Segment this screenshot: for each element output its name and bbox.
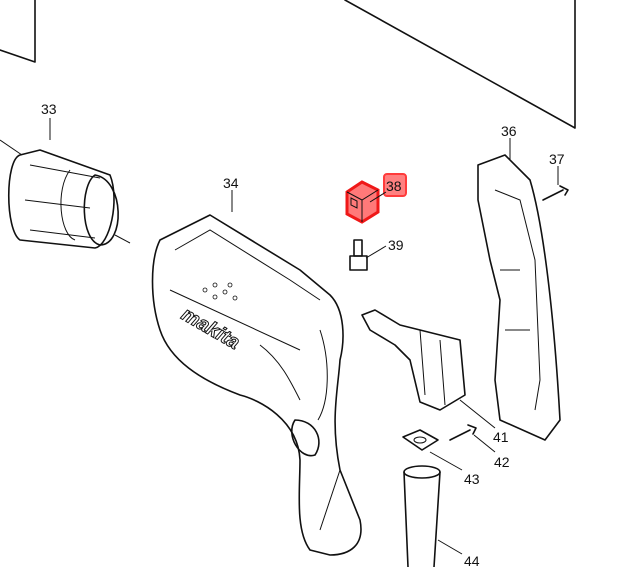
part-37-screw: 37 [542, 151, 569, 201]
part-34-housing: makita 34 [151, 175, 362, 556]
part-label-33[interactable]: 33 [41, 101, 57, 117]
part-label-34[interactable]: 34 [223, 175, 239, 191]
part-39-brush-holder: 39 [349, 237, 404, 271]
makita-logo: makita [178, 303, 244, 354]
part-36-handle-cover: 36 [477, 123, 561, 441]
part-38-carbon-brush[interactable]: 38 [345, 173, 407, 224]
part-41-switch: 41 [361, 309, 509, 445]
part-label-39[interactable]: 39 [388, 237, 404, 253]
part-label-43[interactable]: 43 [464, 471, 480, 487]
part-43-cord-guard-plate: 43 [402, 429, 480, 487]
gear-housing-outline [0, 0, 576, 129]
part-44-cord-guard: 44 [403, 465, 480, 567]
part-label-41[interactable]: 41 [493, 429, 509, 445]
part-42-screw: 42 [449, 424, 510, 470]
part-label-36[interactable]: 36 [501, 123, 517, 139]
part-label-37[interactable]: 37 [549, 151, 565, 167]
part-33-field: 33 [0, 101, 131, 249]
part-label-38[interactable]: 38 [386, 178, 402, 194]
part-label-44[interactable]: 44 [464, 553, 480, 567]
part-label-42[interactable]: 42 [494, 454, 510, 470]
